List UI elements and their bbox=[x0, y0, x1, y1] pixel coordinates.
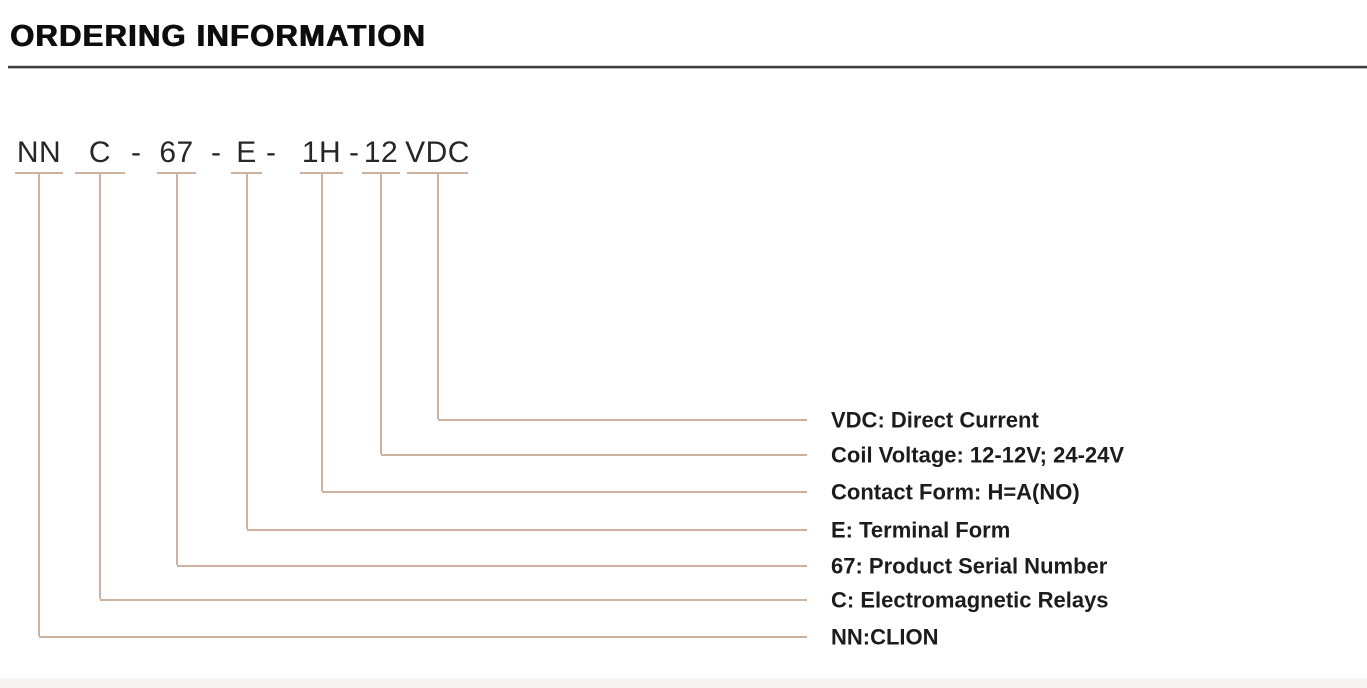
connector-hline bbox=[437, 419, 807, 421]
connector-vline bbox=[320, 172, 323, 491]
part-description: C: Electromagnetic Relays bbox=[831, 587, 1109, 613]
part-description: Coil Voltage: 12-12V; 24-24V bbox=[831, 442, 1125, 468]
connector-vline bbox=[380, 172, 382, 454]
connector-hline bbox=[321, 491, 807, 493]
connector-vline bbox=[245, 172, 248, 529]
part-code-1H: 1H bbox=[301, 136, 342, 169]
part-code-67: 67 bbox=[159, 136, 194, 169]
page-title: ORDERING INFORMATION bbox=[10, 18, 427, 53]
part-code-12: 12 bbox=[363, 136, 399, 169]
part-code-C: C bbox=[88, 136, 112, 169]
connector-vline bbox=[436, 172, 439, 419]
part-code-VDC: VDC bbox=[405, 136, 470, 169]
code-separator-dash: - bbox=[131, 136, 141, 169]
code-separator-dash: - bbox=[211, 136, 221, 169]
part-description: 67: Product Serial Number bbox=[831, 553, 1108, 579]
page-bottom-band bbox=[0, 678, 1367, 688]
connector-hline bbox=[381, 454, 807, 456]
part-description: VDC: Direct Current bbox=[831, 407, 1039, 433]
connector-hline bbox=[39, 636, 807, 638]
title-divider-rule bbox=[8, 66, 1367, 68]
part-description: NN:CLION bbox=[831, 624, 939, 650]
connector-vline bbox=[175, 172, 178, 565]
connector-hline bbox=[246, 529, 807, 531]
connector-vline bbox=[38, 172, 40, 636]
part-description: Contact Form: H=A(NO) bbox=[831, 479, 1080, 505]
part-code-E: E bbox=[236, 136, 257, 169]
code-separator-dash: - bbox=[266, 136, 276, 169]
connector-vline bbox=[99, 172, 101, 599]
part-description: E: Terminal Form bbox=[831, 517, 1011, 543]
part-code-NN: NN bbox=[16, 136, 62, 169]
connector-hline bbox=[176, 565, 807, 567]
code-separator-dash: - bbox=[349, 136, 359, 169]
connector-hline bbox=[100, 599, 807, 601]
